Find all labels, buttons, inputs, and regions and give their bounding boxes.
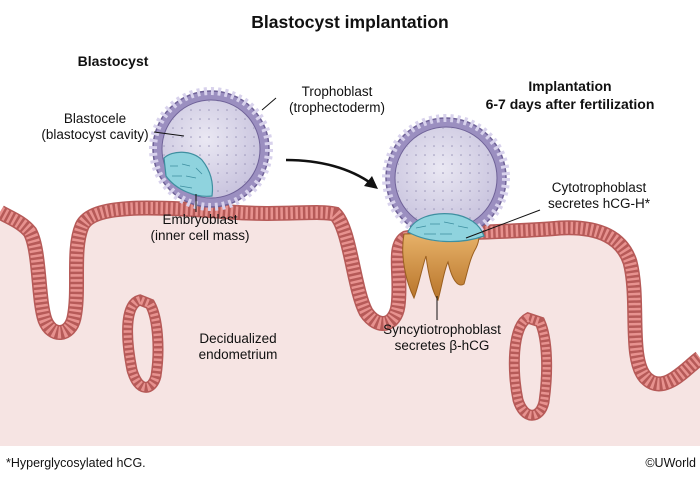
- syncytiotrophoblast-mass: [402, 231, 480, 302]
- pointer-trophoblast: [261, 97, 277, 111]
- label-endometrium: Decidualized endometrium: [168, 331, 308, 363]
- label-implantation-line1: Implantation: [528, 78, 612, 94]
- footnote: *Hyperglycosylated hCG.: [6, 456, 146, 470]
- label-trophoblast-line1: Trophoblast: [301, 84, 373, 99]
- label-syncytiotrophoblast: Syncytiotrophoblast secretes β-hCG: [362, 322, 522, 354]
- label-cytotrophoblast-line2: secretes hCG-H*: [547, 196, 651, 211]
- epithelium-cells: [0, 201, 700, 390]
- label-embryoblast-line1: Embryoblast: [162, 212, 238, 227]
- label-blastocele-line1: Blastocele: [63, 111, 127, 126]
- pointer-blastocele: [153, 131, 185, 137]
- label-blastocele: Blastocele (blastocyst cavity): [20, 111, 170, 143]
- pointer-cytotrophoblast: [465, 209, 541, 239]
- copyright: ©UWorld: [645, 456, 696, 470]
- uterine-gland-left: [123, 295, 162, 392]
- label-endometrium-line2: endometrium: [198, 347, 278, 362]
- label-syncytiotrophoblast-line1: Syncytiotrophoblast: [383, 322, 501, 337]
- label-embryoblast-line2: (inner cell mass): [150, 228, 250, 243]
- decidualized-endometrium-tissue: [0, 200, 700, 446]
- label-syncytiotrophoblast-line2: secretes β-hCG: [394, 338, 490, 353]
- label-trophoblast: Trophoblast (trophectoderm): [262, 84, 412, 116]
- implanting-blastocele-dots: [396, 128, 496, 228]
- label-trophoblast-line2: (trophectoderm): [288, 100, 386, 115]
- arrow-head: [364, 176, 378, 189]
- diagram-title: Blastocyst implantation: [251, 12, 449, 32]
- implanting-inner-cell-mass: [407, 213, 485, 243]
- label-cytotrophoblast-line1: Cytotrophoblast: [551, 180, 647, 195]
- uterine-gland-right: [510, 313, 551, 420]
- label-cytotrophoblast: Cytotrophoblast secretes hCG-H*: [524, 180, 674, 212]
- label-implantation: Implantation 6-7 days after fertilizatio…: [450, 77, 690, 113]
- trophoblast-cells: [149, 87, 273, 211]
- blastocyst-free: [149, 87, 273, 211]
- progression-arrow: [285, 158, 373, 186]
- inner-cell-mass-cells: [170, 163, 203, 189]
- label-blastocele-line2: (blastocyst cavity): [41, 127, 149, 142]
- label-implantation-line2: 6-7 days after fertilization: [485, 96, 655, 112]
- implanting-trophoblast-cells: [382, 114, 510, 242]
- label-embryoblast: Embryoblast (inner cell mass): [130, 212, 270, 244]
- blastocyst-implanting: [382, 114, 510, 302]
- label-blastocyst: Blastocyst: [77, 53, 149, 69]
- inner-cell-mass: [163, 151, 214, 197]
- label-endometrium-line1: Decidualized: [199, 331, 277, 346]
- implanting-icm-cells: [415, 221, 469, 235]
